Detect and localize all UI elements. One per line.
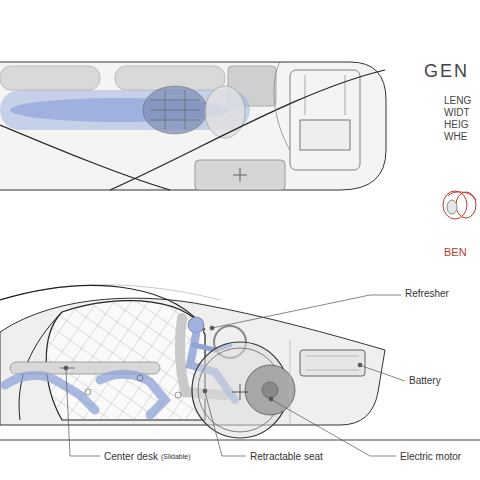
part-label: Center desk <box>104 451 158 462</box>
part-label: Electric motor <box>400 451 461 462</box>
part-note: (Slidable) <box>161 453 191 461</box>
side-view <box>0 285 480 440</box>
spec-label: HEIG <box>444 119 468 130</box>
leader-lines <box>64 295 405 456</box>
top-view <box>0 62 386 190</box>
title: GEN <box>424 62 469 82</box>
part-label: Refresher <box>405 288 449 299</box>
brand-label: BEN <box>444 246 467 258</box>
spec-label: WHE <box>444 131 467 142</box>
red-car-icon <box>443 191 476 219</box>
spec-label: LENG <box>444 95 471 106</box>
part-label: Battery <box>409 375 441 386</box>
part-label: Retractable seat <box>250 451 323 462</box>
spec-label: WIDT <box>444 107 470 118</box>
